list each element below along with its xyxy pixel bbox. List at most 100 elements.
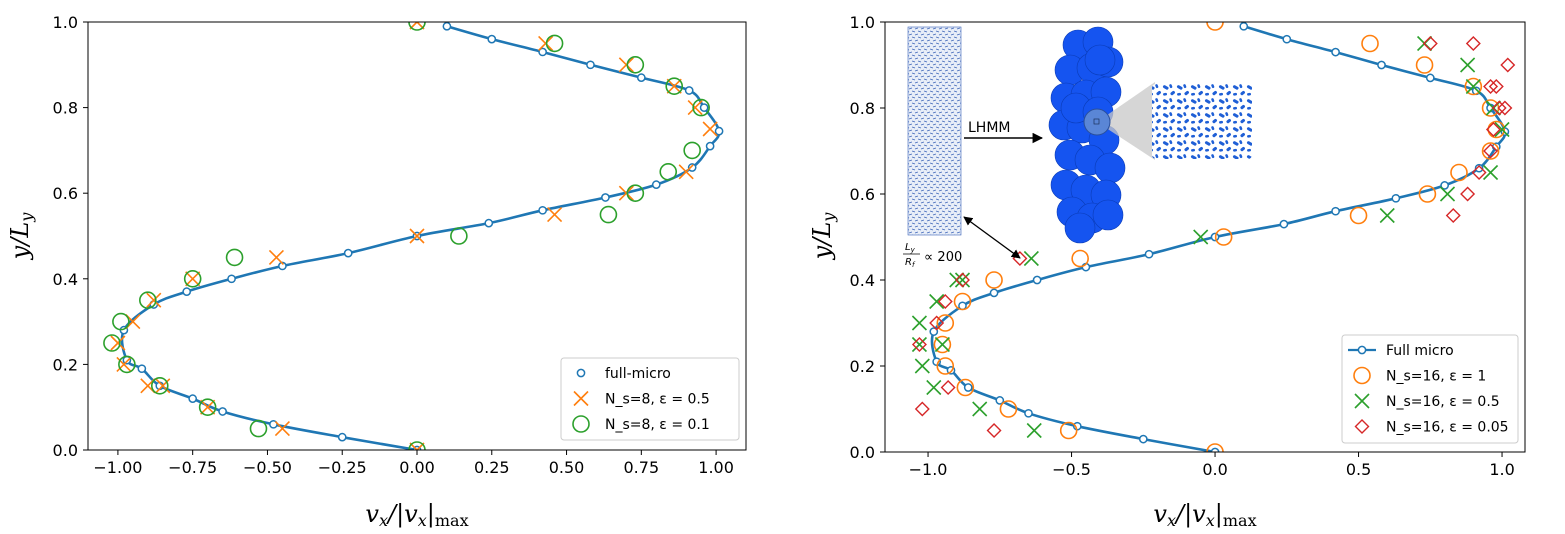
data-point xyxy=(1282,34,1292,44)
data-point xyxy=(1032,275,1042,285)
data-point xyxy=(408,22,426,31)
data-point xyxy=(182,287,192,296)
data-point xyxy=(1024,408,1033,418)
data-point xyxy=(929,315,945,331)
data-point xyxy=(110,335,126,351)
right-x-axis-label: vx/|vx|max xyxy=(1153,500,1256,530)
data-point xyxy=(692,98,710,117)
data-point xyxy=(337,432,347,442)
data-point xyxy=(409,442,425,450)
data-point xyxy=(651,180,661,189)
x-tick-label: 0.5 xyxy=(1346,460,1371,479)
data-point xyxy=(1500,57,1516,73)
x-tick-label: −0.75 xyxy=(168,458,217,477)
data-point xyxy=(911,336,928,353)
data-point xyxy=(227,274,236,284)
data-point xyxy=(538,35,554,51)
y-tick-label: 0.0 xyxy=(53,441,78,460)
data-point xyxy=(1464,77,1483,96)
data-point xyxy=(1440,181,1449,190)
legend-marker xyxy=(1354,393,1370,409)
data-point xyxy=(1485,122,1501,137)
data-point xyxy=(450,227,468,245)
data-point xyxy=(1138,434,1148,444)
data-point xyxy=(112,312,130,331)
data-point xyxy=(1331,206,1340,216)
data-point xyxy=(599,205,618,224)
y-tick-label: 0.6 xyxy=(53,184,78,203)
data-point xyxy=(963,383,973,392)
data-point xyxy=(268,249,284,265)
right-axes-frame xyxy=(884,21,1526,453)
zoomed-fiber-image xyxy=(1152,84,1252,159)
data-point xyxy=(538,47,547,57)
data-point xyxy=(659,163,678,181)
data-point xyxy=(1445,208,1461,223)
data-point xyxy=(103,334,121,352)
inset-illustration: LHMM Ly Rf ∝ 200 xyxy=(903,26,1252,269)
data-point xyxy=(936,314,955,332)
particle xyxy=(1092,199,1124,231)
x-tick-label: 0.50 xyxy=(549,458,585,477)
data-point xyxy=(1279,219,1289,229)
data-point xyxy=(1349,206,1368,225)
legend-label: Full micro xyxy=(1386,343,1454,359)
particle xyxy=(1094,152,1126,184)
y-tick-label: 0.2 xyxy=(53,355,78,374)
legend-marker xyxy=(572,415,590,433)
data-point xyxy=(545,34,564,53)
microstructure-cluster xyxy=(1048,26,1126,244)
data-point xyxy=(1487,120,1506,139)
data-point xyxy=(911,337,927,352)
data-point xyxy=(1471,165,1487,180)
data-point xyxy=(1425,73,1435,83)
data-point xyxy=(687,100,703,116)
data-point xyxy=(1474,163,1484,173)
data-point xyxy=(487,34,497,44)
data-point xyxy=(929,293,945,310)
data-point xyxy=(155,378,171,394)
zoom-sphere xyxy=(1083,108,1111,136)
data-point xyxy=(1071,249,1089,268)
data-point xyxy=(1483,143,1499,159)
x-tick-label: −0.25 xyxy=(318,458,367,477)
data-point xyxy=(1450,163,1468,182)
data-point xyxy=(989,288,999,298)
data-point xyxy=(185,271,201,287)
data-point xyxy=(188,394,198,403)
left-series-2 xyxy=(103,22,710,450)
particle xyxy=(1084,44,1116,76)
data-point xyxy=(954,272,970,288)
data-point xyxy=(118,355,136,374)
y-tick-label: 0.2 xyxy=(850,357,875,376)
x-tick-label: 0.00 xyxy=(399,458,435,477)
y-tick-label: 0.0 xyxy=(850,443,875,462)
zoom-sphere-marker xyxy=(1093,118,1100,125)
data-point xyxy=(929,327,939,336)
data-point xyxy=(684,86,694,95)
legend-label: N_s=16, ε = 0.05 xyxy=(1386,420,1509,436)
data-point xyxy=(409,228,425,244)
particle xyxy=(1064,212,1096,244)
data-point xyxy=(1026,422,1042,439)
data-point xyxy=(1494,121,1510,138)
data-point xyxy=(225,248,244,267)
data-point xyxy=(666,78,682,94)
data-point xyxy=(699,103,709,112)
data-point xyxy=(1144,249,1154,259)
data-point xyxy=(274,421,290,437)
x-tick-label: 1.00 xyxy=(698,458,734,477)
y-tick-label: 0.8 xyxy=(850,99,875,118)
data-point xyxy=(940,380,956,395)
data-point xyxy=(1465,78,1481,95)
data-point xyxy=(995,396,1005,405)
data-point xyxy=(972,401,988,417)
data-point xyxy=(183,269,202,288)
data-point xyxy=(1488,79,1504,94)
data-point xyxy=(985,271,1003,289)
data-point xyxy=(687,163,697,172)
fiber-domain-image xyxy=(907,26,962,236)
data-point xyxy=(665,77,684,95)
